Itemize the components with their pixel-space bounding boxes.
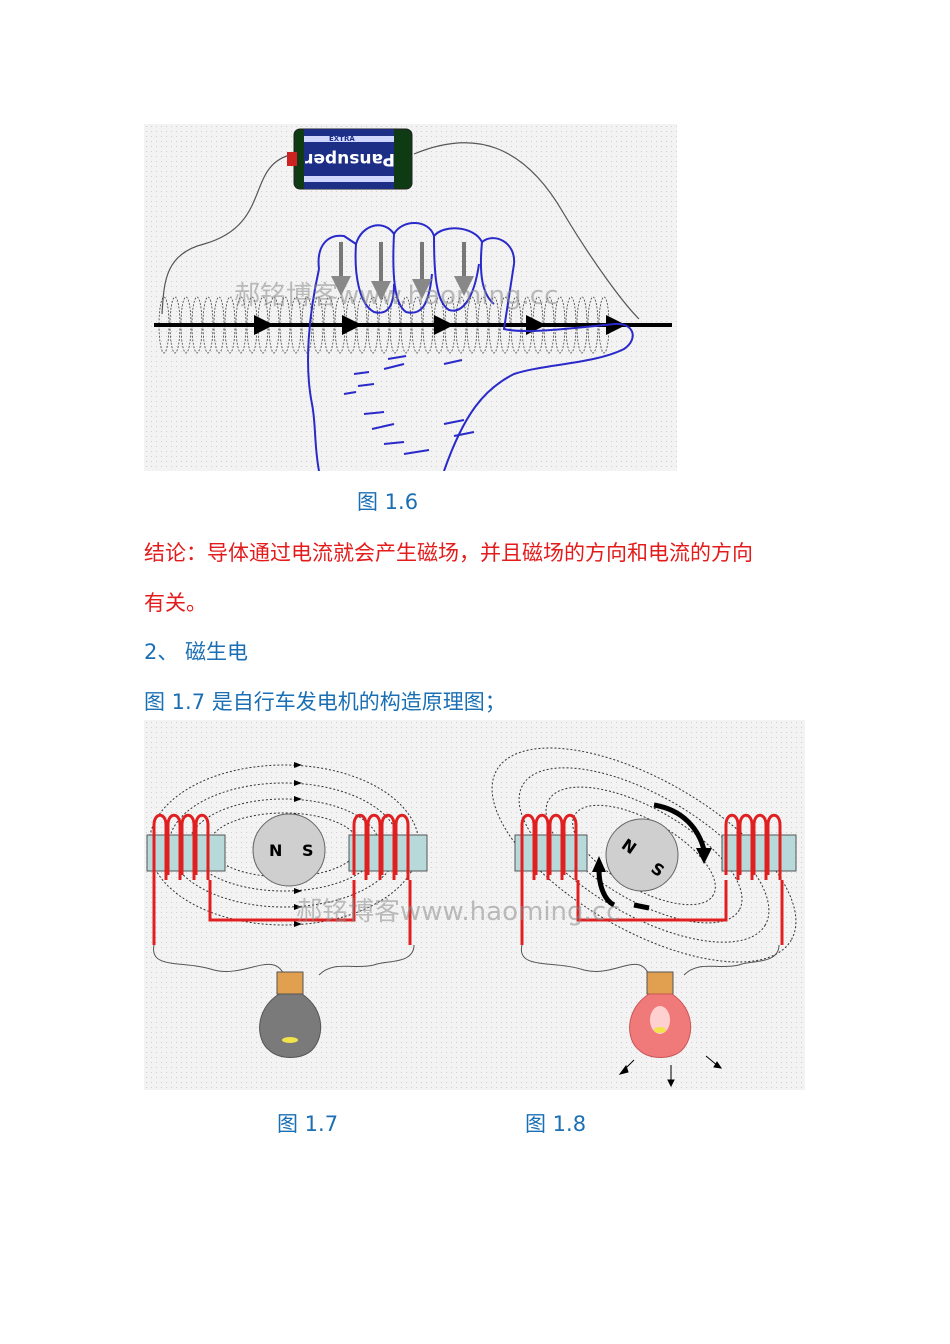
- iron-core-left-b: [348, 834, 428, 872]
- bulb-off-icon: [153, 944, 415, 1058]
- bulb-on-icon: [520, 944, 780, 1058]
- magnet-s-label: S: [302, 841, 314, 860]
- figure-1-7-1-8-illustration: N S N S: [144, 720, 805, 1090]
- watermark-text-2: 郝铭博客www.haoming.cc: [296, 897, 620, 927]
- iron-core-left-a: [146, 834, 226, 872]
- magnet-left: N S: [252, 813, 326, 887]
- right-hand-rule-drawing: Pansuper EXTRA: [154, 128, 672, 471]
- battery-icon: Pansuper EXTRA: [287, 128, 413, 190]
- figure-1-7-caption: 图 1.7: [277, 1112, 339, 1136]
- light-ray-arrows: [618, 1055, 723, 1088]
- conclusion-line-2: 有关。: [144, 591, 207, 615]
- magnet-n-label: N: [269, 841, 282, 860]
- figure-1-8-caption: 图 1.8: [525, 1112, 587, 1136]
- generator-drawing: N S N S: [146, 747, 797, 1088]
- figure-1-6-illustration: Pansuper EXTRA: [144, 124, 677, 471]
- section-heading: 2、 磁生电: [144, 640, 249, 664]
- field-direction-arrows: [331, 242, 474, 301]
- rotation-arrows: [596, 802, 707, 908]
- magnet-right: N S: [605, 818, 679, 892]
- iron-core-right-b: [721, 834, 797, 872]
- right-hand-outline: [307, 222, 634, 471]
- battery-brand-label: Pansuper: [304, 149, 394, 169]
- figure-1-6-caption: 图 1.6: [357, 490, 419, 514]
- watermark-text: 郝铭博客www.haoming.cc: [234, 281, 558, 311]
- current-direction-arrows: [254, 315, 626, 335]
- generator-coils-right: [520, 813, 784, 945]
- intro-paragraph: 图 1.7 是自行车发电机的构造原理图；: [144, 690, 506, 714]
- conclusion-line-1: 结论：导体通过电流就会产生磁场，并且磁场的方向和电流的方向: [144, 541, 753, 565]
- battery-band-label: EXTRA: [329, 135, 355, 143]
- generator-coils-left: [152, 813, 412, 945]
